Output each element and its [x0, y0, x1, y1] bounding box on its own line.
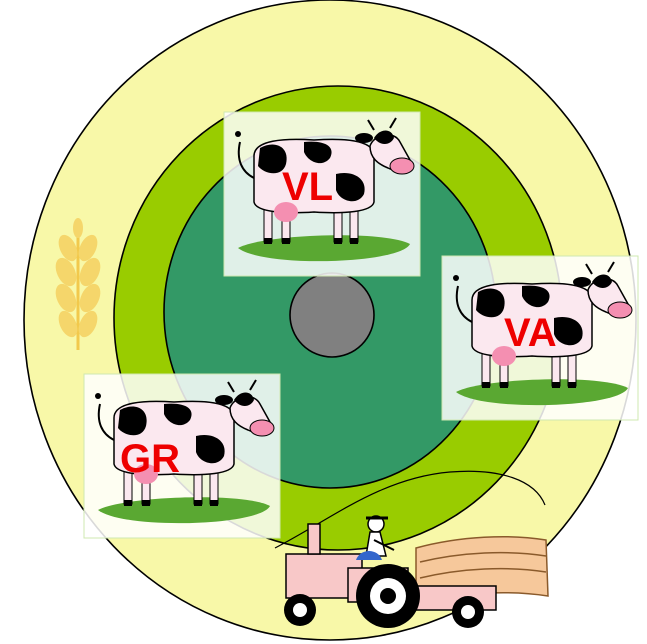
- cow-label-gr: GR: [120, 437, 180, 481]
- cow-label-va: VA: [504, 311, 557, 355]
- cow-vl: VL: [224, 112, 420, 276]
- cow-gr: GR: [84, 374, 280, 538]
- cow-label-vl: VL: [282, 165, 333, 209]
- core-circle: [290, 273, 374, 357]
- cow-va: VA: [442, 256, 638, 420]
